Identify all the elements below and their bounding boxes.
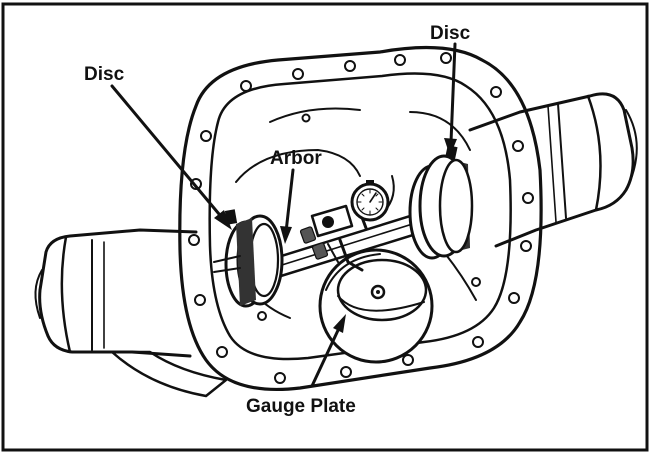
disc-left-arrowhead — [214, 210, 232, 230]
gauge-plate-arrowhead — [333, 314, 346, 333]
left-axle-tube — [34, 228, 198, 358]
disc-right-arrowhead — [444, 138, 457, 156]
disc-right-label: Disc — [430, 23, 471, 44]
right-disc — [408, 145, 474, 260]
gauge-plate-label: Gauge Plate — [246, 396, 356, 417]
dial-indicator — [299, 180, 390, 272]
callout-leaders — [110, 42, 457, 388]
arbor-label: Arbor — [270, 148, 322, 169]
gauge-plate — [318, 248, 434, 364]
disc-left-label: Disc — [84, 64, 125, 85]
right-axle-tube — [468, 92, 638, 248]
housing-flange — [178, 45, 543, 392]
left-disc — [213, 209, 284, 308]
arbor-arrowhead — [280, 226, 292, 244]
lower-web — [110, 350, 228, 398]
flange-bolt-holes — [188, 52, 534, 384]
